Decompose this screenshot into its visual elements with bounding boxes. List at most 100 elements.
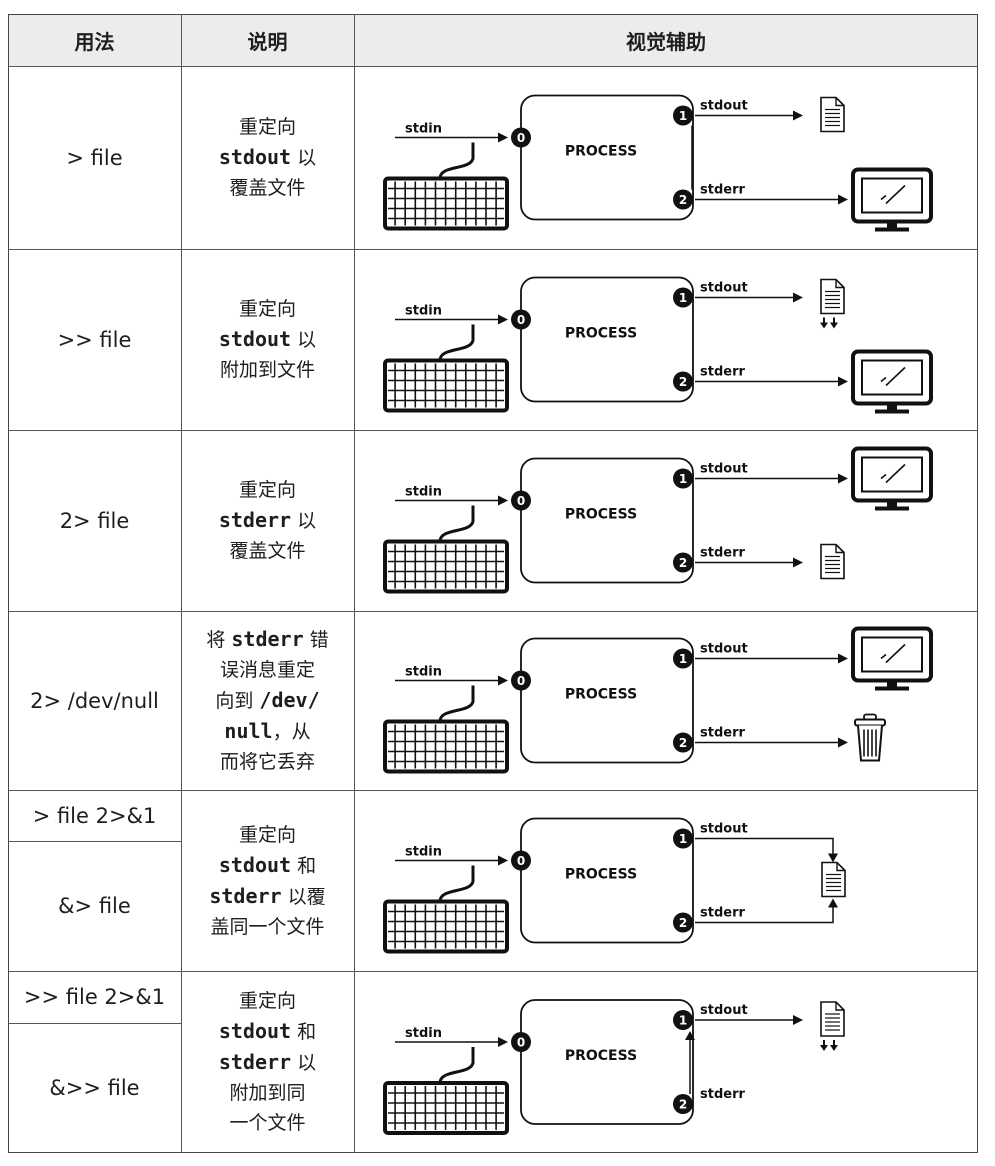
row-divider <box>8 249 978 250</box>
column-divider <box>181 14 182 1153</box>
description-line: stderr 以 <box>219 1047 316 1078</box>
fd1-circle <box>673 287 693 308</box>
code-text: stdout <box>218 145 292 169</box>
description-line: 重定向 <box>239 112 296 142</box>
process-label: PROCESS <box>565 326 637 342</box>
fd0-circle <box>511 309 531 330</box>
description-line: stdout 以 <box>219 324 316 355</box>
usage-split-divider <box>8 1023 181 1024</box>
process-label: PROCESS <box>565 867 637 883</box>
stderr-label: stderr <box>700 726 745 741</box>
description-line: 重定向 <box>239 986 296 1016</box>
description-text: 误消息重定 <box>219 659 315 681</box>
code-text: stdout <box>218 1019 292 1043</box>
fd2-number: 2 <box>679 556 687 570</box>
description-text: 以 <box>291 147 317 169</box>
process-box <box>520 817 694 944</box>
stdin-label: stdin <box>405 485 442 500</box>
description-text: 和 <box>291 1021 317 1043</box>
description-text: 附加到同 <box>229 1082 306 1104</box>
usage-cell: > file <box>66 145 123 170</box>
arrow-head <box>838 737 848 748</box>
description-text: 重定向 <box>238 298 296 320</box>
usage-split-divider <box>8 841 181 842</box>
header-description: 说明 <box>247 29 288 54</box>
table-border <box>8 14 978 1153</box>
process-label: PROCESS <box>565 507 637 523</box>
append-arrows-icon <box>820 1040 838 1051</box>
description-line: 向到 /dev/ <box>215 685 319 716</box>
arrow-head <box>838 194 848 205</box>
code-text: stderr <box>218 1050 292 1074</box>
fd2-number: 2 <box>679 736 687 750</box>
fd0-number: 0 <box>517 131 525 145</box>
monitor-icon <box>851 349 933 414</box>
stderr-label: stderr <box>700 546 745 561</box>
stdin-label: stdin <box>405 122 442 137</box>
description-text: ，从 <box>272 721 311 743</box>
description-line: 盖同一个文件 <box>210 912 324 942</box>
description-text: 盖同一个文件 <box>210 915 325 938</box>
file-icon <box>820 1001 845 1037</box>
description-text: 附加到文件 <box>219 359 315 381</box>
description-text: 重定向 <box>238 116 296 138</box>
stderr-label: stderr <box>700 365 745 380</box>
arrow-head <box>828 853 838 863</box>
arrow-head <box>498 495 508 506</box>
code-text: stderr <box>231 627 304 651</box>
description-text: 将 <box>206 629 232 651</box>
fd1-circle <box>673 1010 693 1030</box>
arrow-head <box>793 1015 803 1025</box>
description-text: 错 <box>303 629 329 651</box>
output-arrow <box>695 902 834 924</box>
fd2-circle <box>673 732 693 753</box>
arrow-head <box>838 376 848 387</box>
description-text: 向到 <box>215 690 260 712</box>
description-text: 一个文件 <box>229 1112 306 1134</box>
stderr-label: stderr <box>700 183 745 198</box>
description-line: stderr 以覆 <box>209 881 325 912</box>
fd0-circle <box>511 850 531 871</box>
stdin-label: stdin <box>405 1026 442 1041</box>
row-divider <box>8 790 978 791</box>
shared-file-icon <box>821 861 846 898</box>
fd0-number: 0 <box>517 854 525 868</box>
column-divider <box>354 14 355 1153</box>
fd0-number: 0 <box>517 674 525 688</box>
description-line: 一个文件 <box>229 1108 305 1138</box>
usage-cell: &> file <box>58 894 131 918</box>
arrow-head <box>838 653 848 664</box>
row-divider <box>8 611 978 612</box>
fd2-circle <box>673 189 693 210</box>
stdout-label: stdout <box>700 642 748 657</box>
arrow-head <box>498 314 508 325</box>
arrow-head <box>498 1037 508 1047</box>
fd0-circle <box>511 490 531 511</box>
stdin-label: stdin <box>405 304 442 319</box>
description-cell: 重定向 stdout 以附加到文件 <box>181 249 354 430</box>
header-usage: 用法 <box>74 29 115 54</box>
description-line: 而将它丢弃 <box>220 747 315 777</box>
keyboard-icon <box>383 142 509 231</box>
row-divider <box>8 430 978 431</box>
fd0-number: 0 <box>517 1036 525 1050</box>
description-line: stdout 和 <box>219 1016 316 1047</box>
code-text: stderr <box>209 883 282 908</box>
description-line: 将 stderr 错 <box>206 624 328 655</box>
monitor-icon <box>851 446 933 511</box>
fd0-circle <box>511 1032 531 1052</box>
fd0-circle <box>511 127 531 148</box>
process-label: PROCESS <box>565 144 637 160</box>
code-text: stdout <box>218 327 292 351</box>
description-text: 重定向 <box>238 823 296 846</box>
stderr-label: stderr <box>700 1087 745 1102</box>
description-text: 重定向 <box>238 990 296 1012</box>
